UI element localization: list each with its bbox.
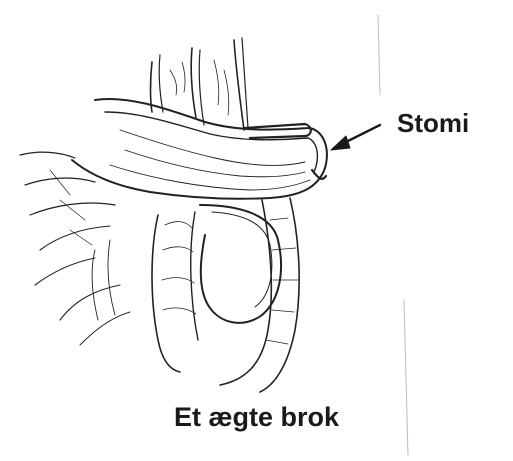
stomi-label: Stomi <box>397 108 470 138</box>
lower-intestine <box>151 211 199 373</box>
stomi-arrow <box>330 123 382 151</box>
right-tube <box>219 197 300 393</box>
figure-caption: Et ægte brok <box>173 402 340 432</box>
hernia-sac <box>199 204 283 324</box>
stoma-fold <box>71 98 328 200</box>
scan-edge-line <box>403 299 409 456</box>
upper-intestine <box>149 37 249 131</box>
scan-edge-line <box>377 14 381 96</box>
mesentery-tissue <box>19 151 131 346</box>
